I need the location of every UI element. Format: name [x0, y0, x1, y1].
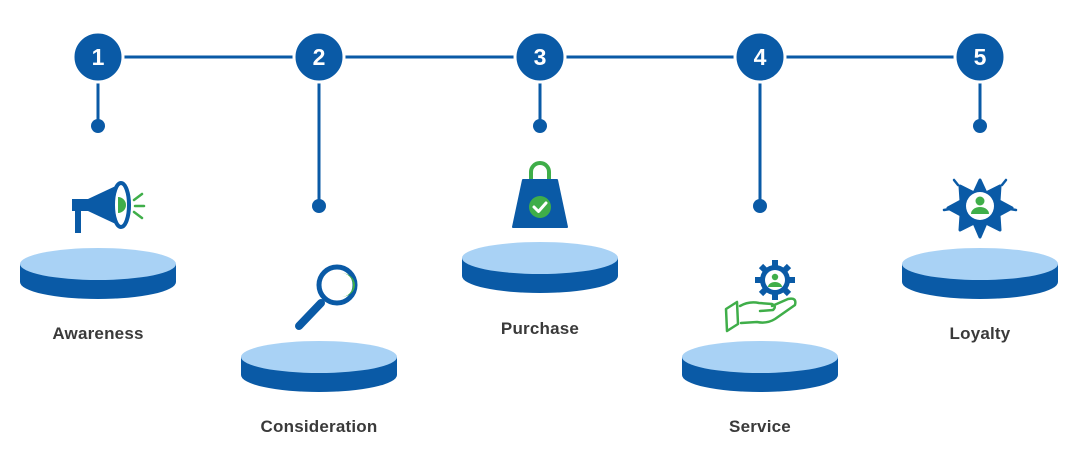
connector-dot-5: [973, 119, 987, 133]
step-connectors: [96, 80, 982, 206]
shopping-bag-check-icon: [512, 161, 568, 228]
connector-dot-4: [753, 199, 767, 213]
platform-5: [902, 248, 1058, 299]
step-badge-2: 2: [292, 30, 346, 84]
step-badge-4: 4: [733, 30, 787, 84]
step-label-consideration: Consideration: [260, 417, 378, 436]
connector-dot-1: [91, 119, 105, 133]
step-label-loyalty: Loyalty: [949, 324, 1011, 343]
step-number-5: 5: [974, 44, 987, 70]
step-badge-1: 1: [71, 30, 125, 84]
connector-endpoints: [91, 119, 987, 213]
step-number-4: 4: [754, 44, 767, 70]
hand-gear-icon: [724, 260, 797, 333]
platform-3: [462, 242, 618, 293]
connector-dot-3: [533, 119, 547, 133]
star-badge-user-icon: [942, 178, 1018, 239]
step-number-2: 2: [313, 44, 326, 70]
step-number-1: 1: [92, 44, 105, 70]
step-label-service: Service: [729, 417, 791, 436]
step-label-purchase: Purchase: [500, 319, 580, 338]
magnifier-icon: [295, 264, 358, 330]
platform-2: [241, 341, 397, 392]
platform-1: [20, 248, 176, 299]
platform-4: [682, 341, 838, 392]
step-badge-5: 5: [953, 30, 1007, 84]
step-number-3: 3: [534, 44, 547, 70]
step-label-awareness: Awareness: [52, 324, 144, 343]
megaphone-icon: [72, 181, 146, 233]
step-badge-3: 3: [513, 30, 567, 84]
connector-dot-2: [312, 199, 326, 213]
